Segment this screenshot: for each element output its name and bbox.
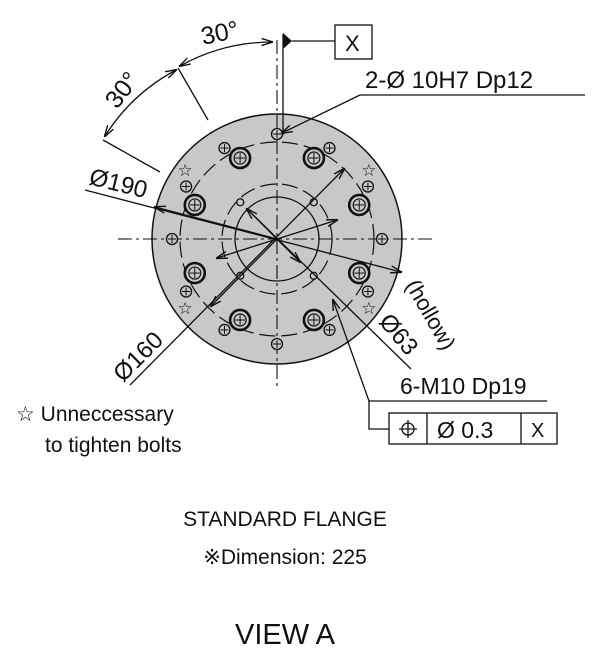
dim-line-110b [217,238,278,258]
angle-arc-left [105,70,176,136]
star-icon: ☆ [178,299,193,318]
star-icon: ☆ [178,161,193,180]
angle-left-label: 30° [100,67,145,114]
inner-hole [236,198,245,207]
caption-title: STANDARD FLANGE [183,508,387,531]
angle-ext-60 [102,139,161,173]
counterbore-hole-inner [233,151,247,165]
dim-line-63-arrow2 [276,238,300,262]
position-icon [399,420,417,438]
holes-group: ☆ ☆ ☆ ☆ [165,127,389,351]
pin-holes-leader [282,94,361,133]
fcf-leader [368,401,389,430]
dia-190-label: Ø190 [87,164,151,204]
caption-dimension: ※Dimension: 225 [203,546,367,569]
counterbore-hole-inner [188,198,202,212]
caption-view: VIEW A [235,619,336,651]
dia-63-label: Ø63 [373,309,423,361]
fcf-tolerance: Ø 0.3 [437,417,493,443]
dim-line-190-start [155,207,278,240]
star-icon: ☆ [361,161,376,180]
dim-line-160 [129,169,344,386]
dim-line-110 [276,220,337,240]
counterbore-hole-inner [352,198,366,212]
dim-line-190 [84,189,401,272]
angle-arc-top [180,42,272,66]
star-icon: ☆ [361,299,376,318]
counterbore-hole-inner [233,313,247,327]
counterbore-hole-inner [188,266,202,280]
datum-label: X [345,31,360,56]
dia-160-label: Ø160 [108,327,169,388]
dim-line-160-b [211,238,278,306]
pin-holes-callout: 2-Ø 10H7 Dp12 [365,67,533,94]
fcf-datum: X [531,420,544,442]
tapped-holes-callout: 6-M10 Dp19 [400,373,527,399]
counterbore-hole-inner [307,313,321,327]
counterbore-hole-inner [307,151,321,165]
inner-hole [309,271,318,280]
datum-triangle [283,33,292,49]
dim-line-63-arrow [247,209,278,240]
tapped-holes-leader [333,300,370,402]
note-line-1: ☆ Unneccessary [16,403,174,426]
note-line-2: to tighten bolts [45,434,182,457]
angle-ext-30a [177,67,209,121]
datum-box [334,24,373,60]
counterbore-hole-inner [352,266,366,280]
